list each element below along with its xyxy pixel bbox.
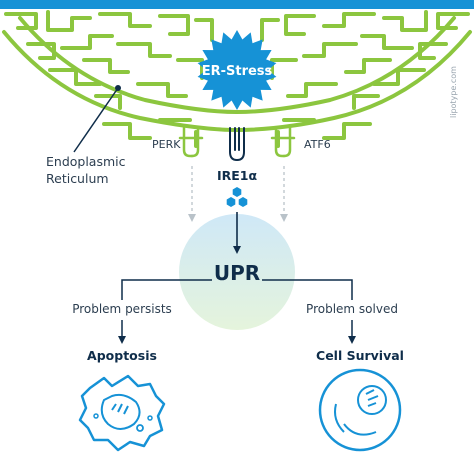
er-label-line2: Reticulum xyxy=(46,171,109,186)
er-stress-burst: ER-Stress xyxy=(197,30,277,110)
problem-solved-label: Problem solved xyxy=(306,302,398,316)
er-label-line1: Endoplasmic xyxy=(46,154,126,169)
atf6-label: ATF6 xyxy=(304,138,331,151)
top-bar xyxy=(0,0,474,9)
perk-receptor-icon xyxy=(178,126,204,158)
upr-label: UPR xyxy=(214,261,260,285)
er-pointer xyxy=(73,85,121,153)
right-branch xyxy=(262,279,353,300)
hexagon-cluster-icon xyxy=(226,187,248,207)
er-stress-label: ER-Stress xyxy=(202,64,273,79)
apoptosis-label: Apoptosis xyxy=(87,348,157,363)
ire1a-receptor-icon xyxy=(229,127,245,162)
atf6-receptor-icon xyxy=(270,126,296,158)
upr-circle xyxy=(179,214,295,330)
watermark: lipotype.com xyxy=(449,66,458,118)
endoplasmic-reticulum-graphic xyxy=(2,10,472,148)
healthy-cell-icon xyxy=(318,368,402,452)
left-branch xyxy=(121,279,212,300)
burst-star-icon xyxy=(197,30,277,110)
problem-persists-label: Problem persists xyxy=(72,302,172,316)
cell-survival-label: Cell Survival xyxy=(316,348,404,363)
perk-label: PERK xyxy=(152,138,181,151)
apoptotic-cell-icon xyxy=(78,374,166,452)
ire1a-label: IRE1α xyxy=(217,168,258,183)
